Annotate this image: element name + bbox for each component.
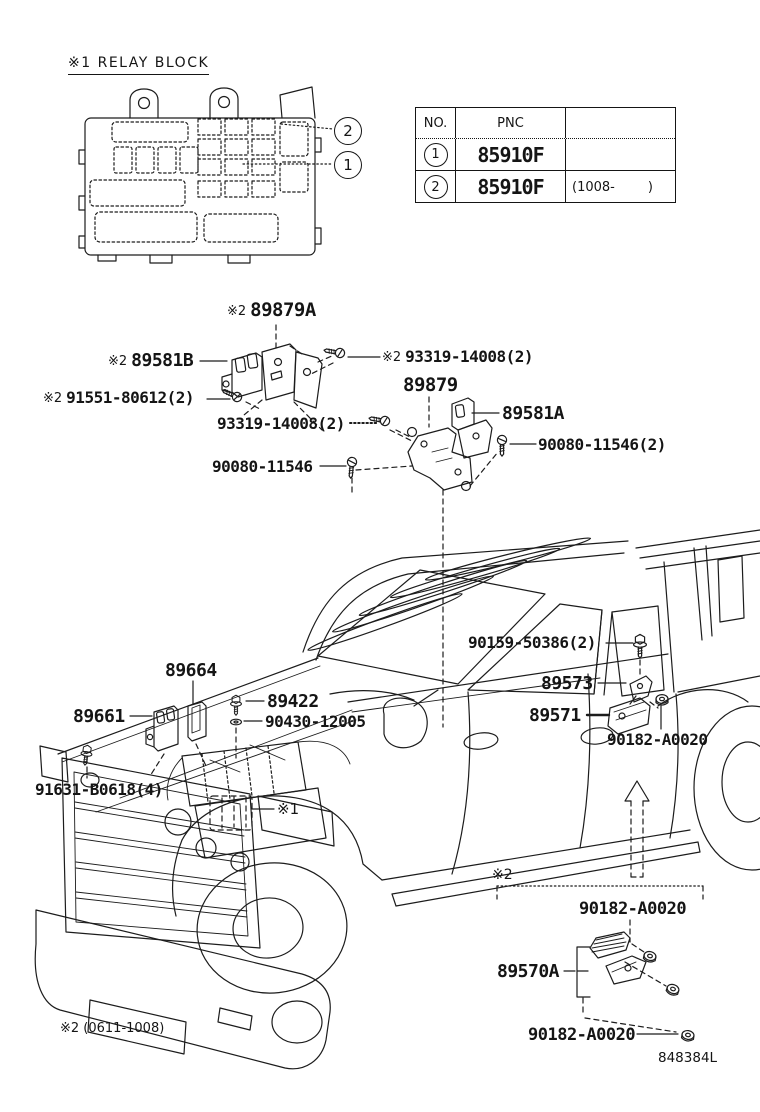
part-label-89879: 89879 (403, 374, 458, 396)
spec-value (566, 139, 673, 170)
part-label-90159-50386: 90159-50386(2) (468, 633, 596, 652)
table-header-row: NO. PNC (416, 108, 675, 139)
relay-block-drawing (78, 86, 334, 264)
ref-marker-2: ※2 (492, 867, 513, 883)
col-header-no: NO. (416, 108, 456, 138)
relay-89661-drawing (145, 705, 179, 752)
page-title: ※1 RELAY BLOCK (68, 55, 210, 75)
nut-icon (664, 982, 681, 998)
relay-89664-drawing (187, 701, 207, 742)
callout-1: 1 (334, 151, 362, 179)
row-no-badge: 1 (423, 142, 448, 167)
part-label-90182-A0020-bottom: 90182-A0020 (528, 1025, 636, 1045)
bolt-icon (632, 633, 648, 659)
ref-marker: ※2 (43, 391, 63, 406)
engine-drawing (164, 740, 351, 872)
roof-ribs (307, 537, 592, 651)
part-label-89581A: 89581A (502, 403, 565, 424)
bracket-89879-drawing (406, 426, 473, 492)
ref-marker: ※2 (108, 354, 128, 369)
part-label-90080-11546: 90080-11546 (212, 457, 313, 476)
engine-relay-block-drawing (209, 795, 253, 831)
callout-2: 2 (334, 117, 362, 145)
part-label-91631-B0618: 91631-B0618(4) (35, 780, 163, 799)
row-no-badge: 2 (423, 175, 448, 199)
part-label-89664: 89664 (165, 660, 217, 681)
part-label-93319-14008-mid: 93319-14008(2) (217, 414, 345, 433)
washer-icon (230, 718, 242, 726)
part-label-89661: 89661 (73, 706, 125, 727)
part-label-89422: 89422 (267, 691, 319, 712)
screw-icon (345, 456, 358, 480)
ref2-bracket (496, 885, 704, 900)
screw-icon (367, 413, 391, 427)
part-label-90080-11546-2: 90080-11546(2) (538, 435, 666, 454)
up-arrow-icon (624, 780, 650, 878)
spec-value: (1008- ) (572, 179, 653, 195)
bolt-icon (230, 694, 242, 716)
table-row: 1 85910F (416, 139, 675, 171)
part-label-89573: 89573 (541, 673, 593, 694)
pnc-value: 85910F (477, 142, 544, 167)
ref-marker-1: ※1 (277, 800, 300, 818)
truck-drawing (34, 529, 760, 1070)
screw-icon (496, 434, 508, 457)
assembly-direction-lines-lower (351, 429, 499, 493)
sensor-89571-drawing (607, 697, 651, 735)
parts-table: NO. PNC 1 85910F 2 85910F (1008- ) (415, 107, 676, 203)
screw-icon (322, 345, 346, 359)
bracket-89570A-drawing (605, 955, 647, 985)
col-header-spec (566, 108, 673, 138)
figure-code: 848384L (658, 1050, 718, 1066)
ref-marker: ※2 (227, 304, 247, 319)
bolt-icon (78, 744, 94, 767)
clamp-89570A-drawing (589, 931, 631, 959)
callout-2-number: 2 (343, 122, 353, 140)
callout-1-number: 1 (343, 156, 353, 174)
table-row: 2 85910F (1008- ) (416, 171, 675, 203)
nut-icon (680, 1029, 696, 1043)
part-label-89570A: 89570A (497, 961, 560, 982)
leader-lines-right (585, 642, 662, 730)
col-header-pnc: PNC (456, 108, 566, 138)
part-label-90430-12005: 90430-12005 (265, 712, 366, 731)
ref-marker: ※2 (382, 350, 402, 365)
leader-lines-bottom (563, 919, 679, 1035)
leader-lines-left (129, 680, 275, 810)
assembly-direction-lines-upper (243, 354, 335, 431)
leader-lines-upper (199, 324, 537, 728)
bracket-89879A-drawing (261, 343, 323, 409)
relay-89581A-drawing (451, 397, 493, 459)
part-label-89571: 89571 (529, 705, 581, 726)
part-label-90182-A0020-door: 90182-A0020 (607, 730, 708, 749)
part-label-90182-A0020-bed: 90182-A0020 (579, 899, 687, 919)
applicability-note: ※2 (0611-1008) (60, 1021, 165, 1036)
pnc-value: 85910F (477, 175, 544, 199)
